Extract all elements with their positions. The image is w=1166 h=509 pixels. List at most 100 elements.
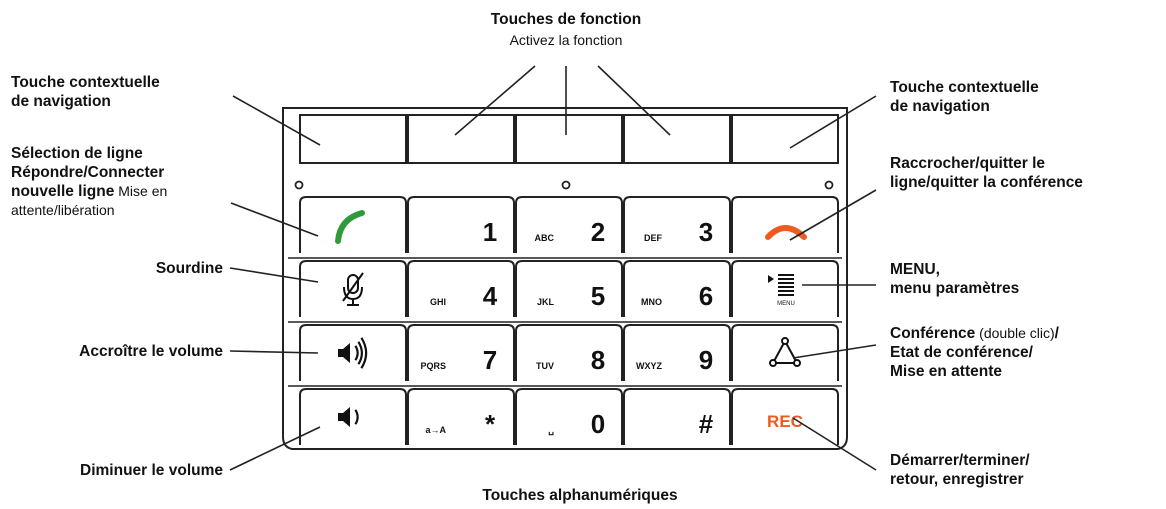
label-conference-slash: / bbox=[1054, 325, 1059, 342]
key-letters: JKL bbox=[537, 297, 555, 307]
label-line-select: Sélection de ligne Répondre/Connecter no… bbox=[11, 144, 167, 220]
callout-conference bbox=[792, 344, 877, 359]
label-record-line2: retour, enregistrer bbox=[890, 471, 1024, 488]
key-digit[interactable]: 8 bbox=[591, 345, 605, 375]
label-line-select-normal: Mise en bbox=[114, 183, 168, 199]
callout-line-select bbox=[230, 202, 319, 237]
key-frame[interactable] bbox=[515, 260, 623, 317]
rec-label[interactable]: REC bbox=[767, 412, 803, 431]
key-digit[interactable]: 2 bbox=[591, 217, 605, 247]
menu-arrow-icon[interactable] bbox=[768, 275, 774, 283]
conference-node-icon bbox=[793, 359, 801, 367]
led-right bbox=[824, 180, 834, 190]
key-letters: a→A bbox=[425, 425, 446, 435]
label-conference-bold: Conférence bbox=[890, 325, 976, 342]
key-frame[interactable] bbox=[515, 324, 623, 381]
callout-nav-left bbox=[232, 95, 321, 146]
key-frame[interactable] bbox=[731, 388, 839, 445]
label-record: Démarrer/terminer/ retour, enregistrer bbox=[890, 451, 1030, 489]
key-digit[interactable]: 5 bbox=[591, 281, 605, 311]
key-frame[interactable] bbox=[299, 260, 407, 317]
key-digit[interactable]: 3 bbox=[699, 217, 713, 247]
key-frame[interactable] bbox=[731, 196, 839, 253]
label-mute: Sourdine bbox=[155, 260, 223, 277]
call-icon[interactable] bbox=[335, 210, 365, 244]
label-line-select-line2: Répondre/Connecter bbox=[11, 164, 165, 181]
key-letters: DEF bbox=[644, 233, 663, 243]
key-digit[interactable]: * bbox=[485, 409, 496, 439]
key-digit[interactable]: 9 bbox=[699, 345, 713, 375]
callout-function-left bbox=[454, 65, 536, 136]
key-letters: PQRS bbox=[420, 361, 446, 371]
key-letters: GHI bbox=[430, 297, 446, 307]
key-frame[interactable] bbox=[407, 388, 515, 445]
mute-slash-icon bbox=[342, 272, 364, 302]
volume-up-icon-wave bbox=[354, 345, 359, 361]
volume-up-icon-wave bbox=[357, 341, 363, 365]
label-conference: Conférence (double clic)/ Etat de confér… bbox=[890, 324, 1059, 381]
label-nav-softkey-right-line1: Touche contextuelle bbox=[890, 79, 1039, 96]
softkey-1 bbox=[299, 114, 407, 164]
menu-mini-label: MENU bbox=[777, 301, 795, 307]
label-line-select-line4: attente/libération bbox=[11, 202, 115, 218]
volume-up-icon-wave bbox=[360, 337, 368, 369]
label-menu-line2: menu paramètres bbox=[890, 280, 1020, 297]
conference-icon[interactable] bbox=[771, 338, 799, 364]
key-frame[interactable] bbox=[515, 196, 623, 253]
label-conference-line3: Mise en attente bbox=[890, 363, 1002, 380]
key-frame[interactable] bbox=[731, 324, 839, 381]
softkey-5 bbox=[731, 114, 839, 164]
label-menu-line1: MENU, bbox=[890, 261, 940, 278]
key-frame[interactable] bbox=[623, 260, 731, 317]
function-keys-subtitle: Activez la fonction bbox=[509, 32, 623, 48]
label-nav-softkey-left-line1: Touche contextuelle bbox=[11, 74, 160, 91]
key-frame[interactable] bbox=[407, 196, 515, 253]
key-frame[interactable] bbox=[299, 388, 407, 445]
label-conference-line2: Etat de conférence/ bbox=[890, 344, 1033, 361]
key-digit[interactable]: # bbox=[699, 409, 714, 439]
alphanumeric-keys-title: Touches alphanumériques bbox=[482, 487, 678, 504]
label-nav-softkey-left-line2: de navigation bbox=[11, 93, 111, 110]
callout-hangup bbox=[789, 189, 877, 241]
key-frame[interactable] bbox=[299, 324, 407, 381]
key-digit[interactable]: 6 bbox=[699, 281, 713, 311]
volume-up-icon[interactable] bbox=[338, 343, 350, 363]
key-frame[interactable] bbox=[515, 388, 623, 445]
led-center bbox=[561, 180, 571, 190]
label-line-select-bold: nouvelle ligne bbox=[11, 183, 115, 200]
key-frame[interactable] bbox=[623, 196, 731, 253]
key-frame[interactable] bbox=[407, 324, 515, 381]
label-nav-softkey-left: Touche contextuelle de navigation bbox=[11, 73, 160, 111]
label-vol-down: Diminuer le volume bbox=[80, 462, 223, 479]
volume-down-icon[interactable] bbox=[338, 407, 350, 427]
function-keys-title: Touches de fonction bbox=[490, 11, 642, 28]
key-digit[interactable]: 0 bbox=[591, 409, 605, 439]
key-letters: ABC bbox=[535, 233, 555, 243]
key-frame[interactable] bbox=[407, 260, 515, 317]
key-frame[interactable] bbox=[299, 196, 407, 253]
key-frame[interactable] bbox=[623, 324, 731, 381]
key-digit[interactable]: 4 bbox=[483, 281, 498, 311]
callout-vol-up bbox=[229, 350, 319, 354]
key-frame[interactable] bbox=[623, 388, 731, 445]
softkey-row bbox=[299, 114, 839, 164]
callout-nav-right bbox=[789, 95, 877, 149]
key-letters: MNO bbox=[641, 297, 662, 307]
key-digit[interactable]: 1 bbox=[483, 217, 497, 247]
key-letters: WXYZ bbox=[636, 361, 663, 371]
callout-function-right bbox=[597, 65, 671, 136]
conference-node-icon bbox=[769, 359, 777, 367]
mute-mic-stand-icon bbox=[343, 286, 363, 306]
key-letters: TUV bbox=[536, 361, 554, 371]
label-line-select-line1: Sélection de ligne bbox=[11, 145, 143, 162]
callout-mute bbox=[229, 267, 319, 283]
label-menu: MENU, menu paramètres bbox=[890, 260, 1019, 298]
callout-lines bbox=[229, 65, 877, 471]
volume-down-icon-wave bbox=[354, 409, 359, 425]
key-frame[interactable] bbox=[731, 260, 839, 317]
key-digit[interactable]: 7 bbox=[483, 345, 497, 375]
mute-mic-icon[interactable] bbox=[347, 274, 359, 294]
